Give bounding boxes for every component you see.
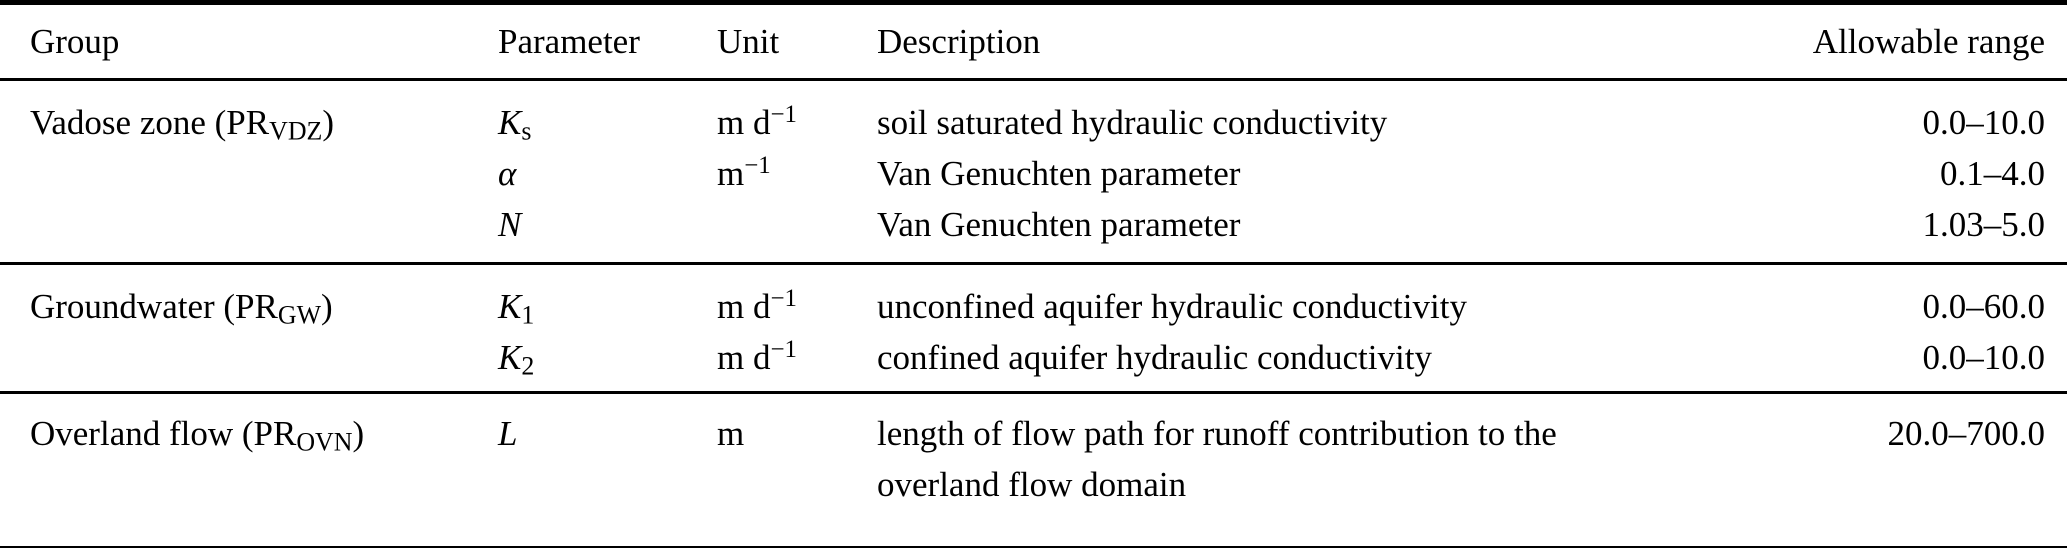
group-name-cell: Groundwater (PRGW)	[0, 264, 498, 333]
unit-base: m d	[717, 103, 771, 142]
description-line2: overland flow domain	[877, 465, 1187, 504]
parameter-symbol: L	[498, 414, 518, 453]
description-cell: soil saturated hydraulic conductivity	[877, 103, 1388, 142]
parameter-symbol: K	[498, 103, 522, 142]
col-header-range: Allowable range	[1812, 22, 2045, 61]
parameter-subscript: s	[521, 116, 532, 146]
group-name: Overland flow (PR	[30, 414, 297, 453]
unit-cell: m d−1	[717, 332, 877, 393]
parameter-cell: Ks	[498, 80, 717, 149]
table-row-ks: Vadose zone (PRVDZ) Ks m d−1 soil satura…	[0, 80, 2067, 149]
description-cell: confined aquifer hydraulic conductivity	[877, 338, 1432, 377]
unit-cell: m d−1	[717, 264, 877, 333]
group-name-end: )	[352, 414, 365, 453]
parameter-subscript: 1	[521, 300, 535, 330]
description-line1: length of flow path for runoff contribut…	[877, 414, 1557, 453]
unit-cell: m−1	[717, 148, 877, 199]
group-name-subscript: GW	[277, 300, 322, 330]
section-overland-flow: Overland flow (PROVN) L m length of flow…	[0, 393, 2067, 548]
table-row-k2: K2 m d−1 confined aquifer hydraulic cond…	[0, 332, 2067, 393]
range-cell: 1.03–5.0	[1922, 205, 2046, 244]
parameter-subscript: 2	[521, 351, 535, 381]
section-vadose-zone: Vadose zone (PRVDZ) Ks m d−1 soil satura…	[0, 80, 2067, 264]
parameter-symbol: K	[498, 338, 522, 377]
parameter-cell: α	[498, 148, 717, 199]
col-header-parameter: Parameter	[498, 22, 640, 61]
group-name-subscript: VDZ	[269, 116, 323, 146]
parameter-symbol: K	[498, 287, 522, 326]
unit-base: m	[717, 154, 745, 193]
description-cell: length of flow path for runoff contribut…	[877, 393, 1757, 548]
group-name-end: )	[322, 103, 334, 142]
description-cell: Van Genuchten parameter	[877, 205, 1241, 244]
parameter-cell: K2	[498, 332, 717, 393]
unit-exponent: −1	[770, 336, 797, 364]
unit-exponent: −1	[770, 285, 797, 313]
section-groundwater: Groundwater (PRGW) K1 m d−1 unconfined a…	[0, 264, 2067, 393]
range-cell: 20.0–700.0	[1887, 414, 2046, 453]
unit-base: m d	[717, 338, 771, 377]
table-header: Group Parameter Unit Description Allowab…	[0, 2, 2067, 80]
description-cell: unconfined aquifer hydraulic conductivit…	[877, 287, 1467, 326]
group-name-end: )	[321, 287, 333, 326]
unit-cell: m	[717, 393, 877, 548]
group-name-cell	[0, 199, 498, 264]
parameter-symbol: α	[498, 154, 517, 193]
range-cell: 0.0–10.0	[1922, 338, 2046, 377]
unit-exponent: −1	[744, 152, 771, 180]
group-name-cell	[0, 148, 498, 199]
col-header-group: Group	[30, 22, 120, 61]
description-cell: Van Genuchten parameter	[877, 154, 1241, 193]
parameter-cell: K1	[498, 264, 717, 333]
table-row-k1: Groundwater (PRGW) K1 m d−1 unconfined a…	[0, 264, 2067, 333]
group-name: Vadose zone (PR	[30, 103, 270, 142]
range-cell: 0.0–60.0	[1922, 287, 2046, 326]
group-name: Groundwater (PR	[30, 287, 278, 326]
unit-cell	[717, 199, 877, 264]
unit-base: m	[717, 414, 745, 453]
parameter-cell: L	[498, 393, 717, 548]
parameter-cell: N	[498, 199, 717, 264]
table-row-n: N Van Genuchten parameter 1.03–5.0	[0, 199, 2067, 264]
parameter-symbol: N	[498, 205, 522, 244]
table-row-alpha: α m−1 Van Genuchten parameter 0.1–4.0	[0, 148, 2067, 199]
unit-cell: m d−1	[717, 80, 877, 149]
header-row: Group Parameter Unit Description Allowab…	[0, 3, 2067, 80]
group-name-cell: Overland flow (PROVN)	[0, 393, 498, 548]
unit-base: m d	[717, 287, 771, 326]
group-name-cell: Vadose zone (PRVDZ)	[0, 80, 498, 149]
range-cell: 0.0–10.0	[1922, 103, 2046, 142]
group-name-cell	[0, 332, 498, 393]
table-row-l: Overland flow (PROVN) L m length of flow…	[0, 393, 2067, 548]
col-header-description: Description	[877, 22, 1041, 61]
range-cell: 0.1–4.0	[1940, 154, 2045, 193]
col-header-unit: Unit	[717, 22, 780, 61]
group-name-subscript: OVN	[296, 427, 353, 457]
unit-exponent: −1	[770, 101, 797, 129]
